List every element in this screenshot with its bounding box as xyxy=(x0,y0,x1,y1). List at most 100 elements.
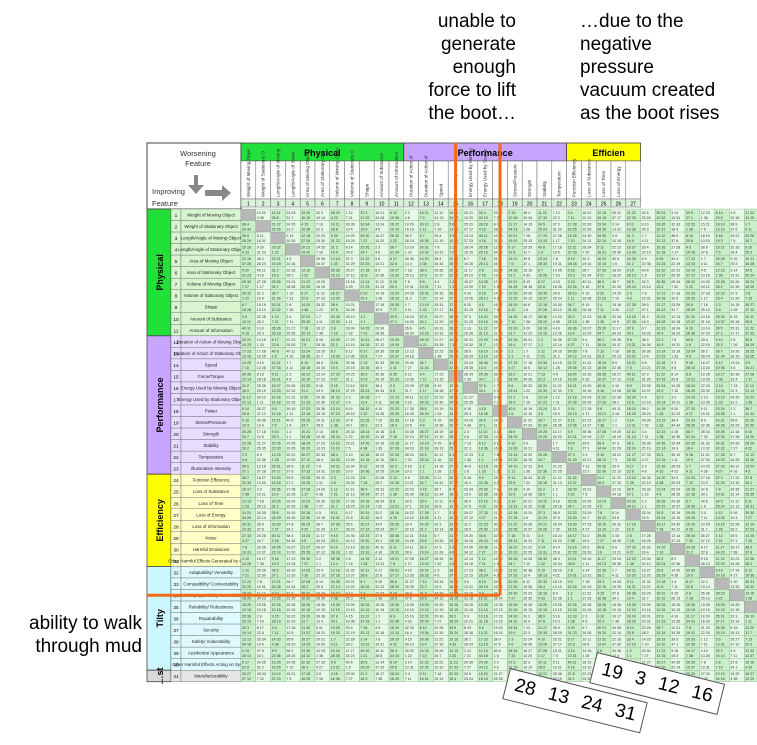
cell-principles: 10 37 xyxy=(523,527,532,531)
cell-principles: 22 14 xyxy=(730,493,739,497)
cell-principles: 4 6 xyxy=(346,400,351,404)
cell-principles: 16 17 xyxy=(612,615,621,619)
matrix-cell xyxy=(625,427,641,440)
cell-principles: 9 15 xyxy=(434,442,441,446)
cell-principles: 1 2 xyxy=(375,615,380,619)
matrix-cell xyxy=(344,220,360,233)
matrix-cell xyxy=(744,427,757,440)
cell-principles: 34 5 xyxy=(375,522,382,526)
cell-principles: 30 36 xyxy=(331,557,340,561)
cell-principles: 7 21 xyxy=(272,320,279,324)
matrix-cell xyxy=(448,577,464,590)
cell-principles: 16 15 xyxy=(449,585,458,589)
cell-principles: 28 8 xyxy=(568,562,575,566)
matrix-cell xyxy=(507,508,523,521)
matrix-cell xyxy=(640,474,656,486)
cell-principles: 10 15 xyxy=(553,608,562,612)
matrix-cell xyxy=(477,289,493,302)
cell-principles: 4 15 xyxy=(301,223,308,227)
cell-principles: 31 29 xyxy=(716,481,725,485)
cell-principles: 16 31 xyxy=(420,677,429,681)
matrix-cell xyxy=(240,231,256,244)
column-number-cell xyxy=(610,198,627,208)
cell-principles: 36 2 xyxy=(479,568,486,572)
cell-principles: 25 30 xyxy=(346,481,355,485)
row-label-cell xyxy=(180,370,242,383)
cell-principles: 16 17 xyxy=(686,649,695,653)
cell-principles: 31 2 xyxy=(553,354,560,358)
cell-principles: 29 35 xyxy=(390,349,399,353)
matrix-cell xyxy=(655,301,671,313)
cell-principles: 39 10 xyxy=(360,649,369,653)
cell-principles: 7 38 xyxy=(686,654,693,658)
cell-principles: 16 15 xyxy=(730,354,739,358)
cell-principles: 22 36 xyxy=(627,389,636,393)
cell-principles: 21 22 xyxy=(523,545,532,549)
matrix-cell xyxy=(522,474,538,486)
matrix-cell xyxy=(640,427,656,440)
cell-principles: 30 36 xyxy=(656,280,665,284)
cell-principles: 31 34 xyxy=(716,354,725,358)
cell-principles: 7 10 xyxy=(553,274,560,278)
cell-principles: 37 6 xyxy=(286,470,293,474)
cell-principles: 5 6 xyxy=(464,580,469,584)
cell-principles: 18 24 xyxy=(612,269,621,273)
cell-principles: 25 30 xyxy=(686,297,695,301)
cell-principles: 22 8 xyxy=(686,585,693,589)
cell-principles: 11 12 xyxy=(582,361,591,365)
matrix-cell xyxy=(729,301,745,313)
matrix-cell xyxy=(374,404,390,417)
matrix-cell xyxy=(699,623,715,636)
cell-principles: 16 20 xyxy=(301,447,310,451)
cell-principles: 31 34 xyxy=(286,585,295,589)
cell-principles: 1 6 xyxy=(597,550,602,554)
cell-principles: 3 4 xyxy=(286,315,291,319)
cell-principles: 7 27 xyxy=(464,666,471,670)
cell-principles: 11 22 xyxy=(701,453,710,457)
cell-principles: 33 4 xyxy=(420,499,427,503)
matrix-cell xyxy=(448,324,464,336)
matrix-cell xyxy=(714,301,730,313)
cell-principles: 7 11 xyxy=(597,308,604,312)
cell-principles: 37 33 xyxy=(538,216,547,220)
matrix-cell xyxy=(300,347,316,360)
cell-principles: 7 11 xyxy=(420,377,427,381)
row-label-cell xyxy=(180,623,242,636)
matrix-cell xyxy=(359,508,375,521)
column-number-cell xyxy=(595,198,612,208)
cell-principles: 1 22 xyxy=(405,654,412,658)
matrix-cell xyxy=(536,370,552,383)
cell-principles: 5 16 xyxy=(316,384,323,388)
column-header-cell xyxy=(551,160,567,200)
cell-principles: 37 17 xyxy=(730,331,739,335)
cell-principles: 9 20 xyxy=(390,372,397,376)
matrix-cell xyxy=(729,612,745,625)
column-number-cell xyxy=(433,198,449,208)
matrix-cell xyxy=(477,462,493,475)
cell-principles: 1 28 xyxy=(523,228,530,232)
cell-principles: 40 11 xyxy=(257,269,266,273)
cell-principles: 16 27 xyxy=(272,384,281,388)
cell-principles: 5 6 xyxy=(449,223,454,227)
cell-principles: 22 30 xyxy=(508,585,517,589)
matrix-cell xyxy=(492,439,508,452)
matrix-cell xyxy=(359,243,375,256)
row-number: 30 xyxy=(173,547,179,553)
cell-principles: 7 38 xyxy=(612,620,619,624)
row-number: 21 xyxy=(173,444,179,450)
cell-principles: 10 16 xyxy=(479,615,488,619)
matrix-cell xyxy=(551,531,567,544)
cell-principles: 33 4 xyxy=(612,465,619,469)
cell-principles: 7 13 xyxy=(523,626,530,630)
cell-principles: 19 36 xyxy=(523,585,532,589)
cell-principles: 28 18 xyxy=(301,366,310,370)
matrix-cell xyxy=(536,393,552,406)
row-label-cell xyxy=(180,589,242,602)
cell-principles: 19 3 xyxy=(242,424,249,428)
cell-principles: 26 27 xyxy=(745,303,754,307)
cell-principles: 11 17 xyxy=(346,649,355,653)
matrix-cell xyxy=(596,381,612,394)
cell-principles: 34 34 xyxy=(331,458,340,462)
cell-principles: 22 3 xyxy=(316,228,323,232)
cell-principles: 16 9 xyxy=(375,516,382,520)
